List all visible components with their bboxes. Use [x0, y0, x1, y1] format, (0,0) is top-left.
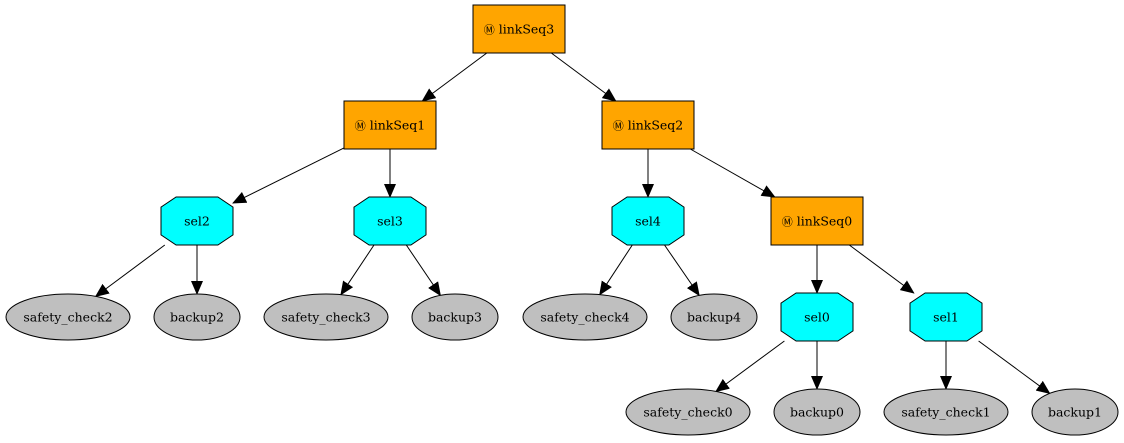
node-label: sel3 — [377, 214, 403, 229]
edges — [94, 52, 1051, 394]
node-label: linkSeq3 — [499, 22, 555, 37]
node-label: sel2 — [184, 214, 210, 229]
edge-linkSeq2-to-linkSeq0 — [690, 148, 776, 198]
edge-linkSeq0-to-sel1 — [849, 244, 915, 294]
sequence-box — [770, 196, 864, 246]
node-sel1: sel1 — [909, 292, 983, 342]
sequence-box — [343, 100, 437, 150]
leaf-ellipse — [411, 293, 499, 341]
leaf-ellipse — [883, 388, 1009, 436]
edge-sel3-to-backup3 — [405, 244, 441, 297]
selector-octagon — [909, 292, 983, 342]
node-label: sel4 — [635, 214, 661, 229]
leaf-ellipse — [153, 293, 241, 341]
node-label: safety_check0 — [643, 405, 732, 420]
node-safety_check4: safety_check4 — [522, 293, 648, 341]
node-safety_check0: safety_check0 — [625, 388, 751, 436]
node-backup3: backup3 — [411, 293, 499, 341]
node-sel2: sel2 — [160, 196, 234, 246]
edge-sel1-to-backup1 — [978, 340, 1051, 394]
edge-sel4-to-safety_check4 — [599, 244, 633, 296]
node-backup0: backup0 — [773, 388, 861, 436]
node-label: linkSeq1 — [370, 118, 426, 133]
node-label: linkSeq2 — [628, 118, 684, 133]
node-backup2: backup2 — [153, 293, 241, 341]
edge-linkSeq1-to-sel2 — [232, 147, 345, 204]
sequence-icon: Ⓜ — [484, 24, 495, 37]
node-label: safety_check2 — [23, 310, 112, 325]
selector-octagon — [611, 196, 685, 246]
node-label: safety_check3 — [281, 310, 370, 325]
node-backup1: backup1 — [1031, 388, 1119, 436]
leaf-ellipse — [773, 388, 861, 436]
node-label: sel1 — [933, 310, 959, 325]
node-sel4: sel4 — [611, 196, 685, 246]
leaf-ellipse — [522, 293, 648, 341]
node-backup4: backup4 — [670, 293, 758, 341]
node-label: safety_check1 — [901, 405, 990, 420]
node-label: backup2 — [170, 310, 224, 325]
node-safety_check1: safety_check1 — [883, 388, 1009, 436]
selector-octagon — [353, 196, 427, 246]
node-label: backup0 — [790, 405, 844, 420]
sequence-icon: Ⓜ — [782, 216, 793, 229]
node-safety_check3: safety_check3 — [263, 293, 389, 341]
node-safety_check2: safety_check2 — [5, 293, 131, 341]
node-sel0: sel0 — [780, 292, 854, 342]
leaf-ellipse — [625, 388, 751, 436]
edge-linkSeq3-to-linkSeq1 — [421, 52, 488, 102]
leaf-ellipse — [5, 293, 131, 341]
node-sel3: sel3 — [353, 196, 427, 246]
sequence-box — [601, 100, 695, 150]
node-label: linkSeq0 — [797, 214, 853, 229]
node-label: backup4 — [687, 310, 741, 325]
sequence-box — [472, 4, 566, 54]
node-label: backup1 — [1048, 405, 1102, 420]
selector-octagon — [160, 196, 234, 246]
leaf-ellipse — [263, 293, 389, 341]
edge-sel3-to-safety_check3 — [340, 244, 375, 296]
leaf-ellipse — [1031, 388, 1119, 436]
node-label: backup3 — [428, 310, 482, 325]
edge-linkSeq3-to-linkSeq2 — [551, 52, 617, 102]
sequence-icon: Ⓜ — [613, 120, 624, 133]
leaf-ellipse — [670, 293, 758, 341]
node-label: sel0 — [804, 310, 830, 325]
edge-sel4-to-backup4 — [664, 244, 700, 297]
selector-octagon — [780, 292, 854, 342]
edge-sel0-to-safety_check0 — [715, 340, 785, 393]
edge-sel2-to-safety_check2 — [94, 244, 166, 297]
sequence-icon: Ⓜ — [355, 120, 366, 133]
node-label: safety_check4 — [540, 310, 629, 325]
